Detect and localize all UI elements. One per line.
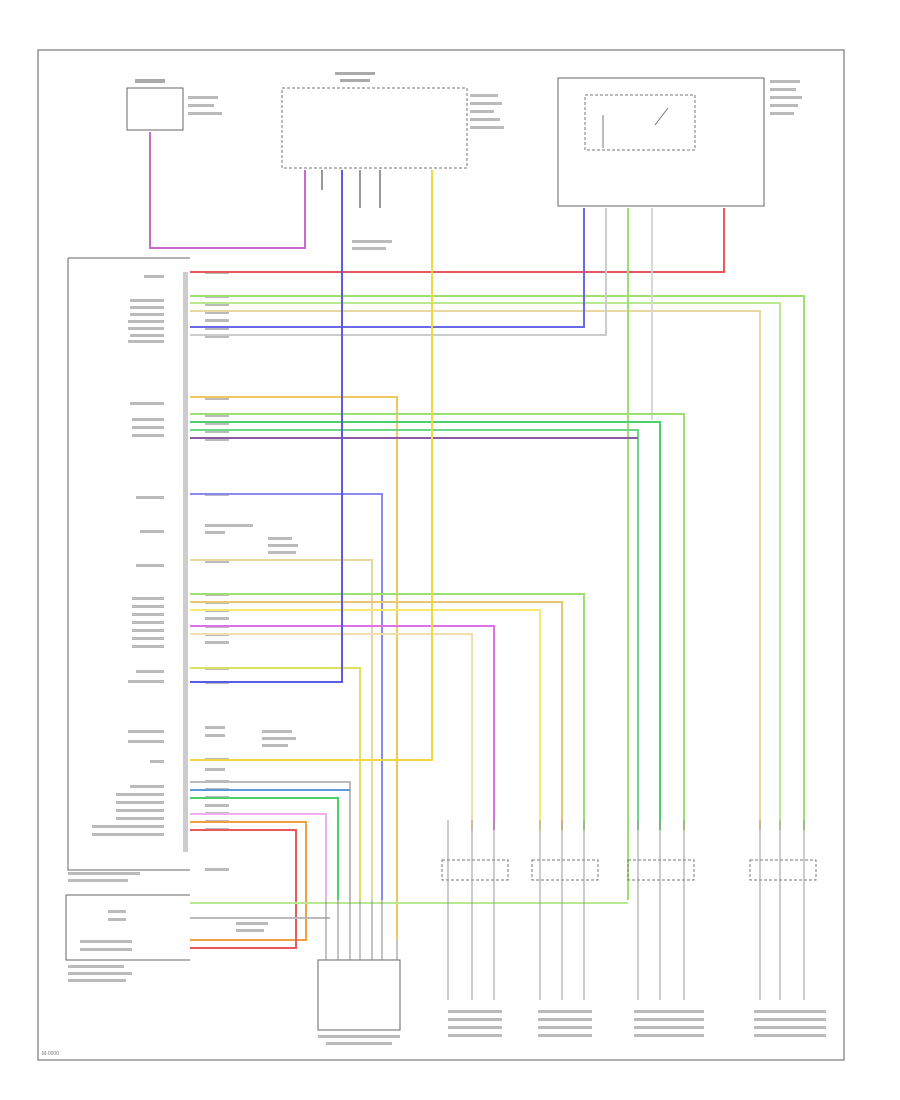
footer-code: M-0000 xyxy=(42,1051,59,1057)
component-fuse-box-top-left xyxy=(126,79,222,131)
sensor-group-3 xyxy=(627,820,704,1037)
wire-green-4 xyxy=(190,421,661,830)
wire-tan-2 xyxy=(190,559,373,900)
wire-blue-1 xyxy=(190,208,585,328)
sensor-group-1 xyxy=(441,820,509,1037)
side-annotations xyxy=(262,240,392,747)
wire-green-7 xyxy=(190,797,339,900)
wire-grey-1 xyxy=(190,208,607,336)
wire-magenta-1 xyxy=(190,625,495,830)
wire-blue-3 xyxy=(190,170,343,683)
wire-green-3 xyxy=(190,413,685,830)
wire-green-5 xyxy=(190,429,639,830)
diagram-frame xyxy=(37,49,845,1061)
wire-green-2 xyxy=(190,302,781,830)
wire-green-6 xyxy=(190,593,585,830)
sensor-group-4 xyxy=(749,820,826,1037)
connector-cluster-center xyxy=(317,900,401,1045)
wire-blue-2 xyxy=(190,493,383,900)
wire-yellow-2 xyxy=(190,609,541,830)
wire-yellow-3 xyxy=(190,667,361,900)
sensor-group-2 xyxy=(531,820,599,1037)
module-pin-labels xyxy=(92,275,164,836)
wire-yellow-4 xyxy=(190,170,433,761)
module-pin-column xyxy=(183,272,188,852)
wire-orange-1 xyxy=(190,821,307,941)
component-main-module xyxy=(67,257,190,871)
component-relay-box-top-right xyxy=(557,77,802,207)
wire-magenta-2 xyxy=(190,813,327,900)
component-relay-module-top-center xyxy=(281,72,504,169)
wire-fuse-feed xyxy=(149,132,306,249)
wire-batt xyxy=(190,208,725,273)
component-switch-module-lower-left xyxy=(65,872,268,982)
wire-grey-2 xyxy=(190,781,351,900)
wire-tan-1 xyxy=(190,310,761,830)
wire-tan-4 xyxy=(190,633,473,830)
wire-red-2 xyxy=(190,829,297,949)
wire-tan-3 xyxy=(190,601,563,830)
wires xyxy=(149,132,805,949)
wire-green-1 xyxy=(190,295,805,830)
